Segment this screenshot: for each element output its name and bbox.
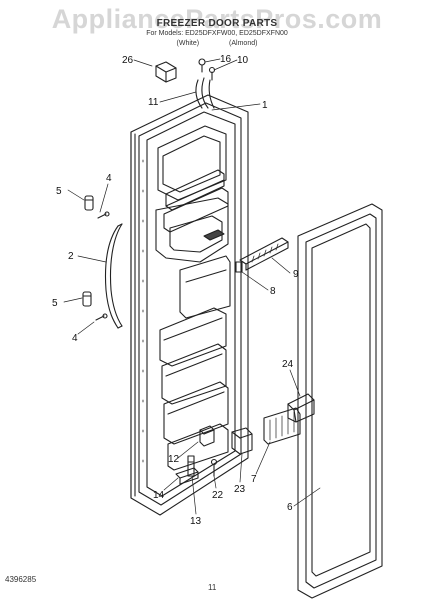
shelf-rack: [263, 407, 301, 445]
lower-door-shelves: [159, 307, 229, 471]
page-number: 11: [208, 583, 217, 592]
callout-22: 22: [212, 490, 224, 501]
callout-2: 2: [68, 251, 74, 262]
handle-clip-upper: [84, 195, 94, 211]
model-numbers: For Models: ED25DFXFW00, ED25DFXFN00: [146, 30, 288, 37]
callout-7: 7: [251, 474, 257, 485]
screw-upper: [97, 211, 110, 219]
handle-clip-lower: [82, 291, 92, 307]
door-gasket: [297, 203, 383, 599]
watermark: AppliancePartsPros.com: [51, 4, 383, 34]
hinge-pin: [187, 455, 195, 477]
door-handle: [105, 223, 123, 329]
hinge-plate: [175, 467, 199, 485]
small-bracket: [231, 427, 253, 455]
callout-labels: 26 16 10 11 1 5 4 2 5 4 9 8 24 7 23 6 12…: [52, 54, 299, 527]
bottom-hinge-bracket: [199, 425, 215, 447]
screw-lower: [95, 313, 108, 321]
callout-8: 8: [270, 286, 276, 297]
dispenser-trim-strip: [239, 237, 289, 271]
callout-1: 1: [262, 100, 268, 111]
callout-14: 14: [153, 490, 165, 501]
callout-4-lower: 4: [72, 333, 78, 344]
document-number: 4396285: [5, 575, 37, 584]
callout-4-upper: 4: [106, 173, 112, 184]
callout-6: 6: [287, 502, 293, 513]
wire-harness: [195, 77, 215, 109]
callout-5-upper: 5: [56, 186, 62, 197]
callout-12: 12: [168, 454, 180, 465]
callout-10: 10: [237, 55, 249, 66]
callout-5-lower: 5: [52, 298, 58, 309]
variant-white: (White): [176, 40, 200, 47]
door-outer-panel: [130, 94, 249, 516]
trim-end-cap: [235, 261, 243, 273]
hinge-screw: [210, 458, 218, 477]
color-variants: (White) (Almond): [0, 40, 434, 47]
callout-9: 9: [293, 269, 299, 280]
leader-lines: [63, 58, 321, 515]
callout-24: 24: [282, 359, 294, 370]
variant-almond: (Almond): [229, 40, 258, 47]
callout-26: 26: [122, 55, 134, 66]
wire-cover: [155, 61, 177, 83]
diagram-title: FREEZER DOOR PARTS: [156, 18, 278, 29]
dispenser-housing: [155, 197, 231, 319]
callout-16: 16: [220, 54, 232, 65]
callout-23: 23: [234, 484, 246, 495]
callout-11: 11: [148, 97, 159, 108]
callout-13: 13: [190, 516, 202, 527]
top-hinge-screw: [198, 58, 216, 81]
